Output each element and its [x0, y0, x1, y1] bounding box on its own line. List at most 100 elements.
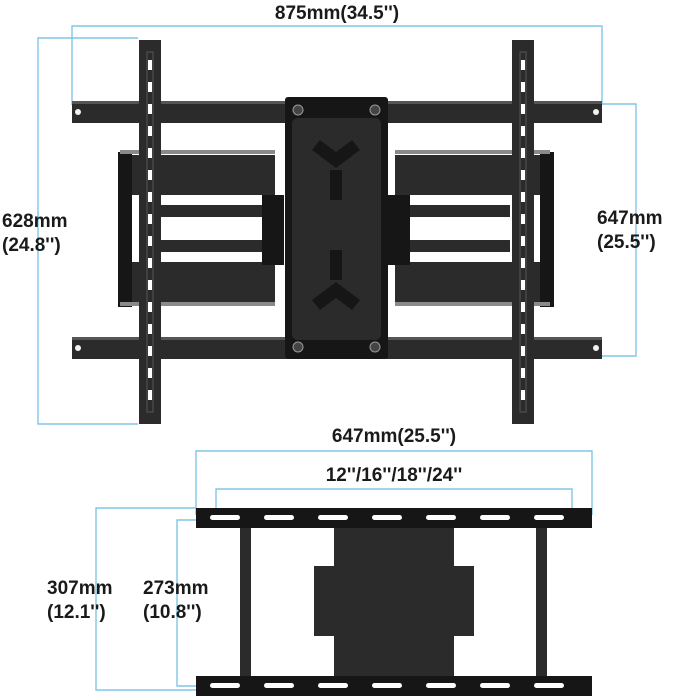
- bottom-stud-spacing-dimension-line: [215, 488, 573, 515]
- top-right-height-inch: (25.5''): [597, 232, 656, 253]
- bracket-hole: [148, 126, 152, 136]
- bracket-hole: [148, 82, 152, 92]
- bottom-outer-width-dimension-line: [195, 450, 593, 515]
- left-arm-link: [160, 205, 280, 217]
- rail-end-screw: [75, 345, 81, 351]
- top-left-height-dimension-line: [37, 37, 138, 425]
- left-wall-plate: [118, 152, 132, 307]
- bottom-outer-height-label: 307mm (12.1''): [47, 577, 113, 625]
- bracket-hole: [148, 346, 152, 356]
- bracket-hole: [521, 302, 525, 312]
- bottom-inner-height-inch: (10.8''): [143, 602, 202, 623]
- wall-plate-slot: [318, 515, 348, 520]
- bracket-hole: [148, 324, 152, 334]
- wall-plate-slot: [372, 683, 402, 688]
- wall-plate-slot: [318, 683, 348, 688]
- center-tilt-plate: [285, 97, 388, 359]
- bracket-hole: [521, 214, 525, 224]
- wall-plate-slot: [210, 683, 240, 688]
- bracket-hole: [521, 346, 525, 356]
- left-arm-edge: [120, 302, 275, 306]
- wall-plate-slot: [264, 683, 294, 688]
- bracket-hole: [521, 104, 525, 114]
- bracket-hole: [521, 126, 525, 136]
- top-width-dimension-line: [71, 25, 603, 105]
- wall-plate-slot: [480, 515, 510, 520]
- right-arm-edge: [395, 150, 550, 154]
- bracket-hole: [521, 258, 525, 268]
- right-arm-link: [390, 205, 510, 217]
- wall-plate-slot: [426, 683, 456, 688]
- rail-end-screw: [75, 109, 81, 115]
- wall-plate-slot: [426, 515, 456, 520]
- left-arm-hinge: [262, 195, 284, 265]
- center-plate-y-cutout: [312, 282, 360, 310]
- top-right-height-mm: 647mm: [597, 208, 663, 229]
- right-vertical-bracket: [512, 40, 534, 424]
- bracket-hole: [148, 170, 152, 180]
- bottom-inner-height-label: 273mm (10.8''): [143, 577, 209, 625]
- bracket-hole: [521, 368, 525, 378]
- left-vertical-bracket: [139, 40, 161, 424]
- top-dimension-lines: [37, 25, 637, 425]
- bracket-hole: [148, 390, 152, 400]
- bottom-outer-width-label: 647mm(25.5''): [331, 426, 457, 447]
- rail-end-screw: [593, 109, 599, 115]
- bracket-hole: [148, 258, 152, 268]
- bottom-inner-height-mm: 273mm: [143, 578, 209, 599]
- bracket-hole: [148, 148, 152, 158]
- center-plate-cutout: [330, 170, 342, 200]
- plate-screw: [369, 341, 381, 353]
- bracket-hole: [521, 280, 525, 290]
- wall-plate-vertical-rail-left: [240, 520, 251, 680]
- plate-screw: [369, 104, 381, 116]
- bottom-dimension-lines: [95, 450, 593, 691]
- bracket-hole: [148, 104, 152, 114]
- right-arm-link: [390, 240, 510, 252]
- wall-plate-slots: [210, 515, 564, 688]
- bracket-hole: [521, 60, 525, 70]
- wall-plate-vertical-rail-right: [536, 520, 547, 680]
- bottom-outer-height-dimension-line: [95, 507, 196, 691]
- bracket-hole: [148, 302, 152, 312]
- wall-plate-slot: [534, 683, 564, 688]
- left-arm-link: [160, 240, 280, 252]
- top-width-label: 875mm(34.5''): [274, 3, 400, 24]
- bracket-hole: [148, 214, 152, 224]
- bracket-hole: [521, 148, 525, 158]
- bracket-hole: [521, 236, 525, 246]
- bracket-hole: [521, 170, 525, 180]
- top-right-height-label: 647mm (25.5''): [597, 207, 663, 255]
- wall-plate-slot: [210, 515, 240, 520]
- wall-plate-slot: [480, 683, 510, 688]
- right-arm-edge: [395, 302, 550, 306]
- bracket-hole: [148, 236, 152, 246]
- top-left-height-inch: (24.8''): [2, 235, 61, 256]
- wall-plate-front-view: [196, 508, 592, 696]
- bracket-hole: [521, 390, 525, 400]
- bottom-stud-spacing-label: 12''/16''/18''/24'': [325, 465, 463, 486]
- wall-plate-slot: [372, 515, 402, 520]
- center-plate-y-cutout: [312, 140, 360, 168]
- top-right-height-dimension-line: [572, 103, 637, 357]
- right-wall-plate: [540, 152, 554, 307]
- bracket-hole: [148, 280, 152, 290]
- bracket-hole: [148, 60, 152, 70]
- bracket-hole: [521, 82, 525, 92]
- bottom-outer-height-inch: (12.1''): [47, 602, 106, 623]
- plate-screw: [292, 341, 304, 353]
- bottom-outer-height-mm: 307mm: [47, 578, 113, 599]
- wall-plate-center-cross: [314, 566, 474, 636]
- bottom-inner-height-dimension-line: [176, 519, 196, 687]
- bracket-holes: [148, 60, 525, 400]
- wall-plate-slot: [264, 515, 294, 520]
- right-arm-hinge: [388, 195, 410, 265]
- center-plate-cutout: [330, 250, 342, 280]
- left-arm-edge: [120, 150, 275, 154]
- full-motion-mount-front-view: [72, 40, 602, 424]
- bracket-hole: [148, 192, 152, 202]
- bracket-hole: [521, 192, 525, 202]
- top-left-height-label: 628mm (24.8''): [2, 210, 68, 258]
